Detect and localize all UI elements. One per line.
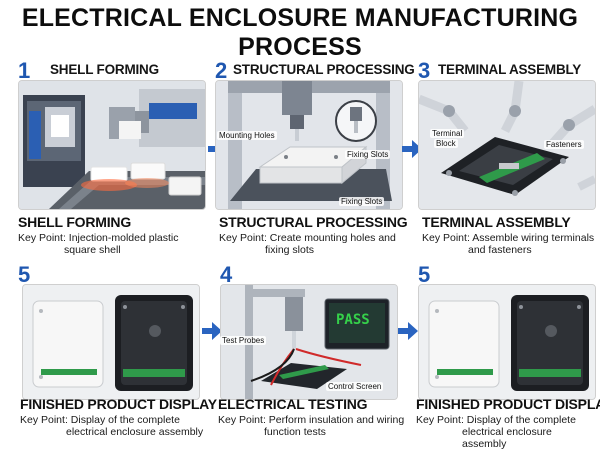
label-terminal: Terminal (430, 129, 465, 138)
flow-arrow-right (402, 140, 422, 158)
step-key-point: Key Point: Display of the complete elect… (20, 414, 210, 438)
step-caption-title: FINISHED PRODUCT DISPLAY (20, 396, 217, 412)
step-number: 2 (215, 58, 228, 83)
step-caption-title: FINISHED PRODUCT DISPLAY (416, 396, 600, 412)
key-point-line2: fixing slots (265, 244, 315, 256)
label-fasteners: Fasteners (544, 140, 584, 149)
label-test-probes: Test Probes (220, 336, 267, 345)
label-fixing-slots: Fixing Slots (345, 150, 391, 159)
key-point-line2: electrical enclosure assembly (462, 426, 552, 450)
step-number: 5 (18, 262, 31, 287)
key-point-line2: electrical enclosure assembly (66, 426, 204, 438)
key-point-line1: Key Point: Display of the complete (20, 414, 180, 426)
step-heading: TERMINAL ASSEMBLY (438, 62, 582, 77)
key-point-line1: Key Point: Injection-molded plastic (18, 232, 179, 244)
step-number: 5 (418, 262, 431, 287)
finished-product-illustration (418, 284, 596, 400)
step-key-point: Key Point: Display of the complete elect… (416, 414, 598, 450)
key-point-line1: Key Point: Display of the complete (416, 414, 576, 426)
flow-arrow-right (202, 322, 222, 340)
step-key-point: Key Point: Assemble wiring terminals and… (422, 232, 600, 256)
page-title: ELECTRICAL ENCLOSURE MANUFACTURING PROCE… (21, 4, 579, 61)
step-number: 4 (220, 262, 233, 287)
key-point-line1: Key Point: Perform insulation and wiring (218, 414, 405, 426)
key-point-line1: Key Point: Assemble wiring terminals (422, 232, 595, 244)
label-fixing-slots-lower: Fixing Slots (339, 197, 385, 206)
step-caption-title: TERMINAL ASSEMBLY (422, 214, 571, 230)
step-number: 1 (18, 58, 31, 83)
step-number: 3 (418, 58, 431, 83)
pass-indicator: PASS (336, 312, 370, 328)
shell-forming-illustration (18, 80, 206, 210)
step-key-point: Key Point: Perform insulation and wiring… (218, 414, 408, 438)
step-heading: STRUCTURAL PROCESSING (233, 62, 415, 77)
flow-arrow-right (398, 322, 418, 340)
key-point-line2: and fasteners (468, 244, 532, 256)
key-point-line2: function tests (264, 426, 326, 438)
step-caption-title: ELECTRICAL TESTING (218, 396, 368, 412)
structural-processing-illustration (215, 80, 403, 210)
step-key-point: Key Point: Create mounting holes and fix… (219, 232, 409, 256)
label-mounting-holes: Mounting Holes (217, 131, 277, 140)
label-control-screen: Control Screen (326, 382, 384, 391)
step-heading: SHELL FORMING (50, 62, 159, 77)
step-key-point: Key Point: Injection-molded plastic squa… (18, 232, 208, 256)
step-caption-title: SHELL FORMING (18, 214, 132, 230)
step-caption-title: STRUCTURAL PROCESSING (219, 214, 408, 230)
label-block: Block (434, 139, 458, 148)
finished-product-illustration (22, 284, 200, 400)
key-point-line1: Key Point: Create mounting holes and (219, 232, 396, 244)
key-point-line2: square shell (64, 244, 121, 256)
